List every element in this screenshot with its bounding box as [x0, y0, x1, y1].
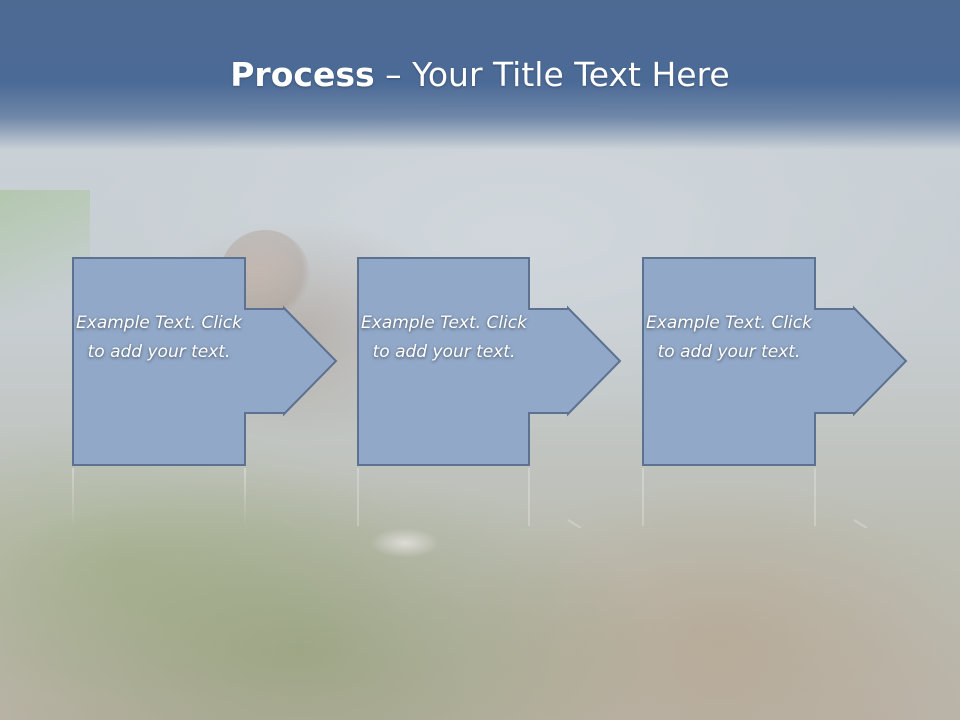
title-bold: Process	[230, 55, 375, 94]
step-1-arrow-shape	[72, 257, 338, 466]
step-3-text: Example Text. Click to add your text.	[646, 313, 812, 362]
step-1-text: Example Text. Click to add your text.	[76, 313, 242, 362]
title-band	[0, 0, 960, 150]
step-2-reflection	[357, 468, 582, 528]
step-2-arrow-shape	[357, 257, 622, 466]
title-separator: –	[374, 55, 413, 94]
step-3-reflection	[642, 468, 868, 528]
step-2-text: Example Text. Click to add your text.	[361, 313, 527, 362]
slide-title[interactable]: Process – Your Title Text Here	[0, 52, 960, 98]
title-rest: Your Title Text Here	[412, 55, 730, 94]
step-1-reflection	[72, 468, 298, 528]
process-step-1[interactable]: Example Text. Click to add your text.	[72, 257, 338, 467]
process-step-2[interactable]: Example Text. Click to add your text.	[357, 257, 622, 467]
step-3-arrow-shape	[642, 257, 908, 466]
process-step-3[interactable]: Example Text. Click to add your text.	[642, 257, 908, 467]
